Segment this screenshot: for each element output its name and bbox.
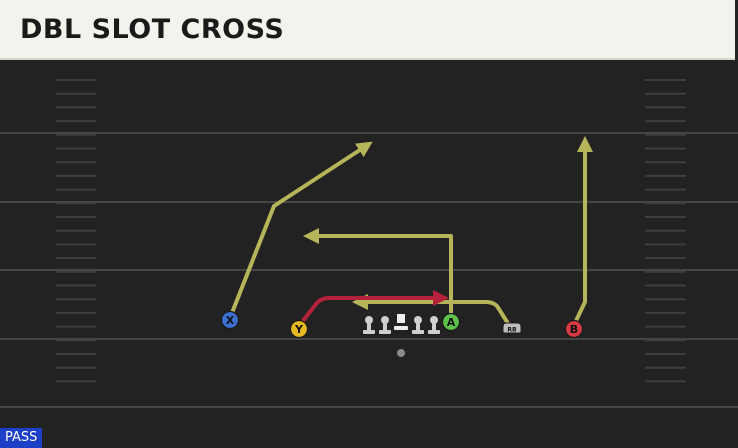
player-x-label: X [226,314,235,327]
route-rb-drag [352,294,511,327]
route-b-go [572,136,593,327]
player-a-label: A [447,316,456,329]
hash-marks [56,79,686,383]
player-b[interactable]: B [564,319,584,339]
lineman-left-tackle [363,316,375,334]
player-b-label: B [570,323,578,336]
play-title: DBL SLOT CROSS [20,14,285,45]
yard-lines [0,132,738,408]
lineman-left-guard [379,316,391,334]
player-x[interactable]: X [220,310,240,330]
player-y-label: Y [294,323,304,336]
route-y-drag [297,290,449,328]
lineman-right-tackle [428,316,440,334]
route-x-post [228,141,373,320]
player-rb[interactable]: RB [502,322,522,334]
play-type-badge: PASS [0,428,43,448]
lineman-center [394,314,408,330]
routes [228,136,593,328]
offensive-line [363,314,440,334]
player-a[interactable]: A [441,312,461,332]
field-surface [0,60,738,448]
lineman-right-guard [412,316,424,334]
quarterback-marker [397,349,405,357]
player-y[interactable]: Y [289,319,309,339]
play-header: DBL SLOT CROSS [0,0,735,60]
player-rb-label: RB [507,327,517,334]
route-a-dig [303,228,453,320]
